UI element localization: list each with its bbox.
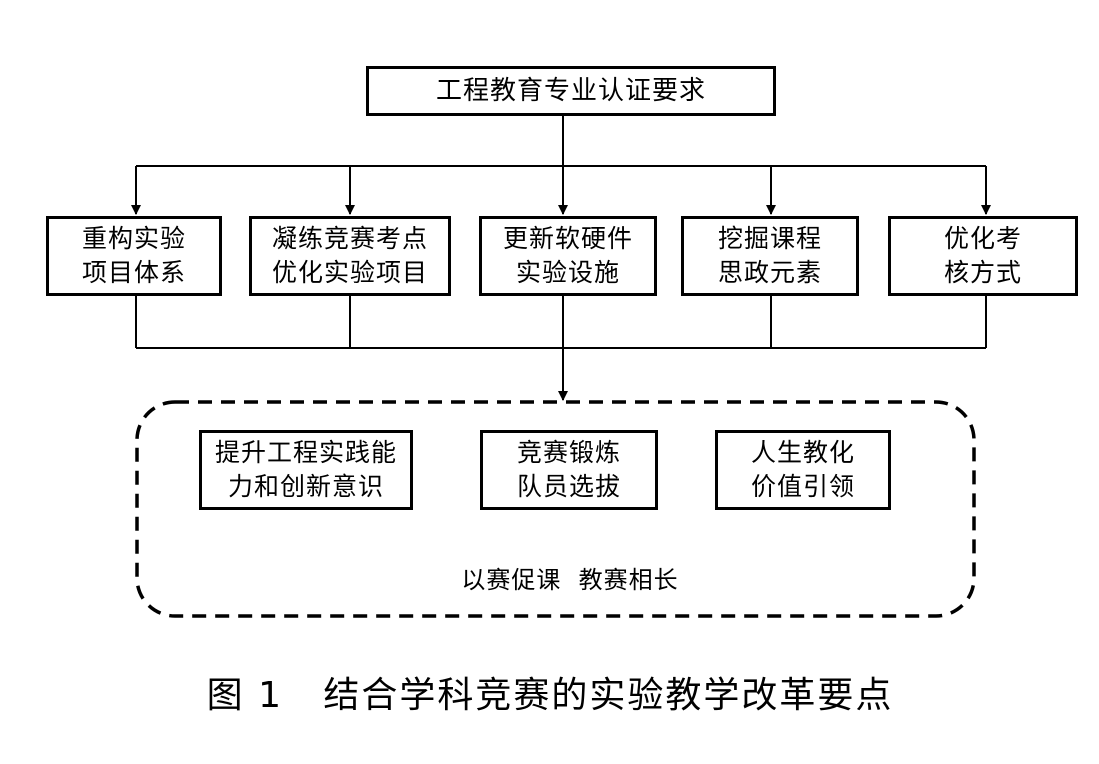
outcome-3-line-2: 价值引领: [750, 472, 855, 501]
measure-1-line-2: 项目体系: [81, 258, 186, 287]
measure-3-line-2: 实验设施: [515, 258, 620, 287]
measure-5-line-2: 核方式: [943, 258, 1022, 287]
outcome-1-line-1: 提升工程实践能: [214, 438, 397, 467]
outcome-3-line-1: 人生教化: [750, 438, 855, 467]
measure-box-2: 凝练竞赛考点 优化实验项目: [249, 216, 451, 296]
outcome-2-line-2: 队员选拔: [516, 472, 621, 501]
outcome-region: [135, 400, 976, 618]
outcome-box-2: 竞赛锻炼 队员选拔: [480, 430, 658, 510]
measure-box-3: 更新软硬件 实验设施: [479, 216, 657, 296]
certification-requirement-box: 工程教育专业认证要求: [366, 66, 776, 116]
measure-4-line-1: 挖掘课程: [717, 224, 822, 253]
certification-requirement-label: 工程教育专业认证要求: [435, 76, 706, 106]
outcome-box-1: 提升工程实践能 力和创新意识: [199, 430, 413, 510]
measure-2-line-1: 凝练竞赛考点: [271, 224, 428, 253]
measure-2-line-2: 优化实验项目: [271, 258, 428, 287]
measure-box-1: 重构实验 项目体系: [46, 216, 222, 296]
measure-3-line-1: 更新软硬件: [502, 224, 633, 253]
measure-box-4: 挖掘课程 思政元素: [681, 216, 859, 296]
measure-4-line-2: 思政元素: [717, 258, 822, 287]
outcome-box-3: 人生教化 价值引领: [715, 430, 891, 510]
measure-box-5: 优化考 核方式: [888, 216, 1078, 296]
outcome-2-line-1: 竞赛锻炼: [516, 438, 621, 467]
slogan-text: 以赛促课 教赛相长: [461, 566, 679, 594]
measure-1-line-1: 重构实验: [81, 224, 186, 253]
figure-caption: 图 1 结合学科竞赛的实验教学改革要点: [206, 675, 894, 716]
measure-5-line-1: 优化考: [943, 224, 1022, 253]
outcome-1-line-2: 力和创新意识: [227, 472, 384, 501]
